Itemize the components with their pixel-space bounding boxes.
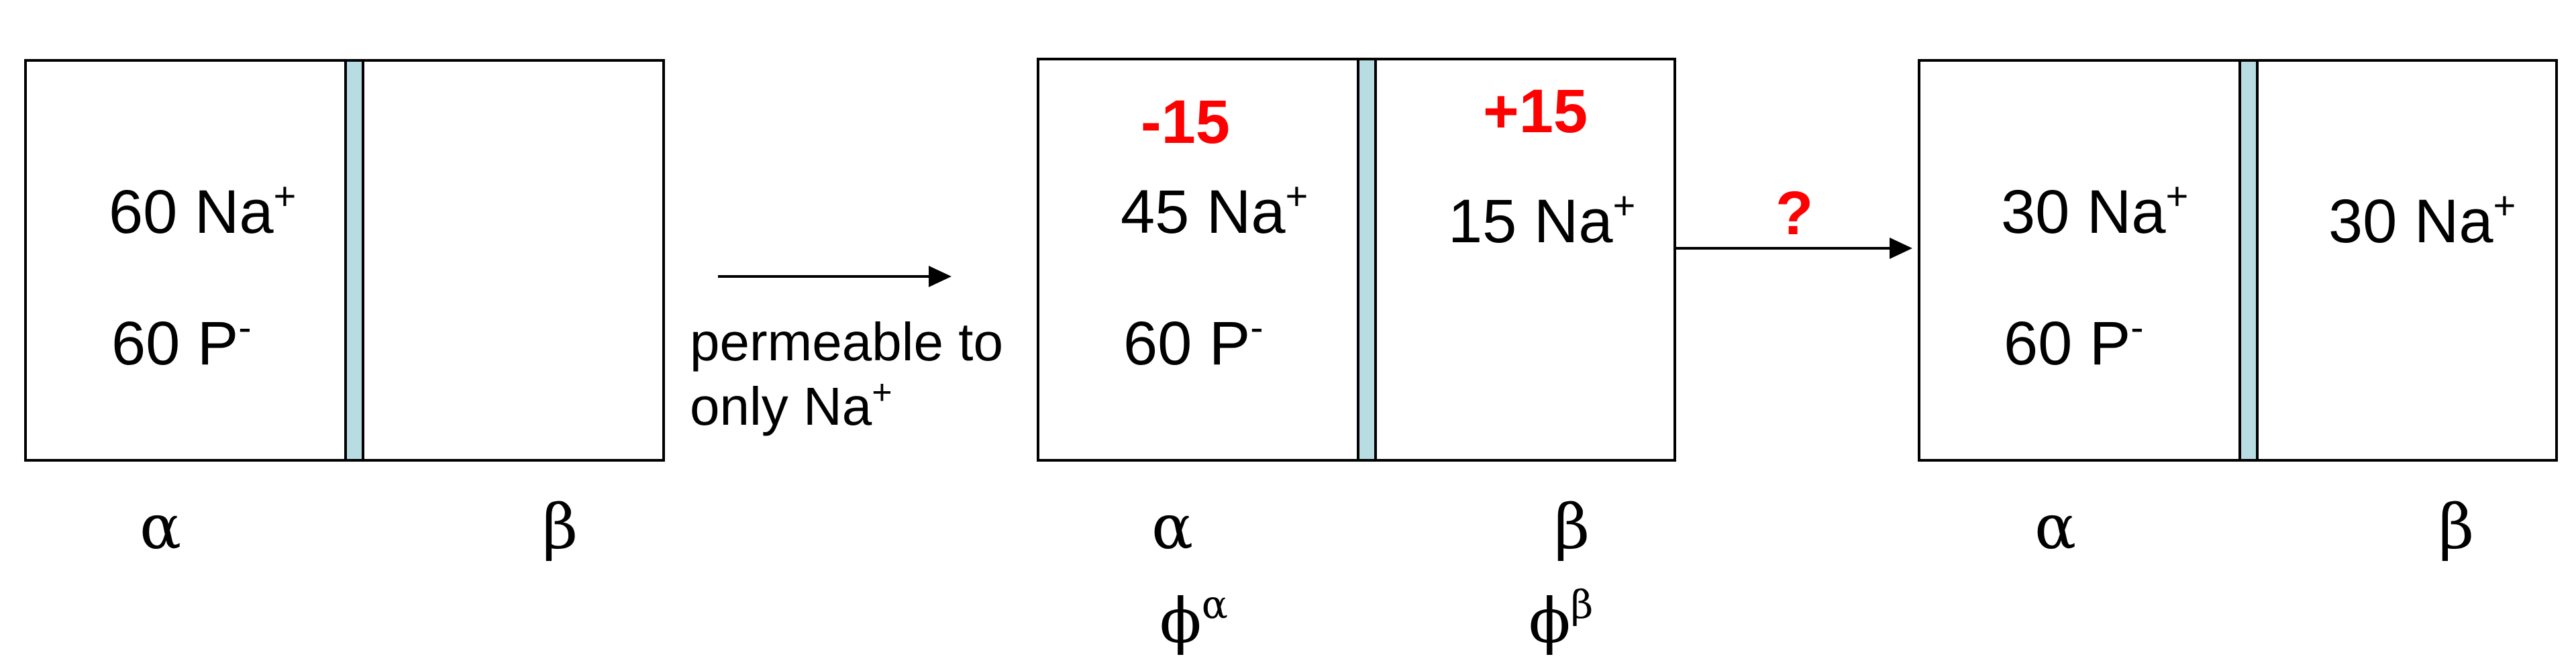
panel1-alpha-ion-charge: + xyxy=(273,174,297,218)
panel2-compartment-beta xyxy=(1374,58,1676,462)
panel3-beta-ion: 30 Na+ xyxy=(2328,184,2516,256)
panel2-alpha-ion-charge: + xyxy=(1285,174,1308,218)
equilibrium-question: ? xyxy=(1775,179,1814,248)
panel2-beta-ion-charge: + xyxy=(1612,184,1636,227)
permeability-label: permeable to only Na+ xyxy=(690,310,1003,439)
arrow-permeable-head xyxy=(929,266,951,287)
panel2-alpha-potential-sup: α xyxy=(1201,582,1228,627)
panel1-alpha-anion-charge: - xyxy=(238,306,252,350)
panel1-alpha-ion: 60 Na+ xyxy=(109,174,297,246)
panel2-alpha-change: -15 xyxy=(1141,88,1230,156)
permeability-label-charge: + xyxy=(872,373,892,412)
panel3-alpha-label: α xyxy=(2034,491,2077,563)
panel2-compartment-alpha xyxy=(1037,58,1359,462)
panel1-compartment-alpha xyxy=(24,59,347,462)
panel3-beta-ion-charge: + xyxy=(2493,184,2516,227)
panel3-compartment-beta xyxy=(2256,59,2558,462)
panel2-alpha-anion-charge: - xyxy=(1250,306,1264,350)
panel3-alpha-ion-charge: + xyxy=(2165,174,2189,218)
arrow-equilibrium-head xyxy=(1890,238,1912,259)
permeability-label-line1: permeable to xyxy=(690,312,1003,372)
panel2-beta-label: β xyxy=(1554,491,1590,563)
panel1-alpha-label: α xyxy=(140,491,182,563)
panel2-alpha-potential: ϕα xyxy=(1160,582,1228,657)
panel2-beta-ion: 15 Na+ xyxy=(1448,184,1636,256)
panel2-alpha-label: α xyxy=(1151,491,1194,563)
panel3-compartment-alpha xyxy=(1918,59,2241,462)
panel1-beta-label: β xyxy=(542,491,578,563)
panel3-alpha-anion: 60 P- xyxy=(2004,306,2144,378)
panel2-beta-potential-sup: β xyxy=(1570,582,1594,627)
panel2-alpha-ion: 45 Na+ xyxy=(1121,174,1308,246)
panel2-alpha-anion: 60 P- xyxy=(1123,306,1264,378)
panel3-alpha-anion-charge: - xyxy=(2130,306,2144,350)
panel1-compartment-beta xyxy=(362,59,665,462)
panel3-beta-label: β xyxy=(2438,491,2475,563)
permeability-label-line2: only Na+ xyxy=(690,373,892,436)
panel2-beta-change: +15 xyxy=(1483,77,1588,146)
panel1-membrane xyxy=(344,59,364,462)
panel3-alpha-ion: 30 Na+ xyxy=(2001,174,2189,246)
panel1-alpha-anion: 60 P- xyxy=(111,306,252,378)
panel2-beta-potential: ϕβ xyxy=(1529,582,1594,657)
